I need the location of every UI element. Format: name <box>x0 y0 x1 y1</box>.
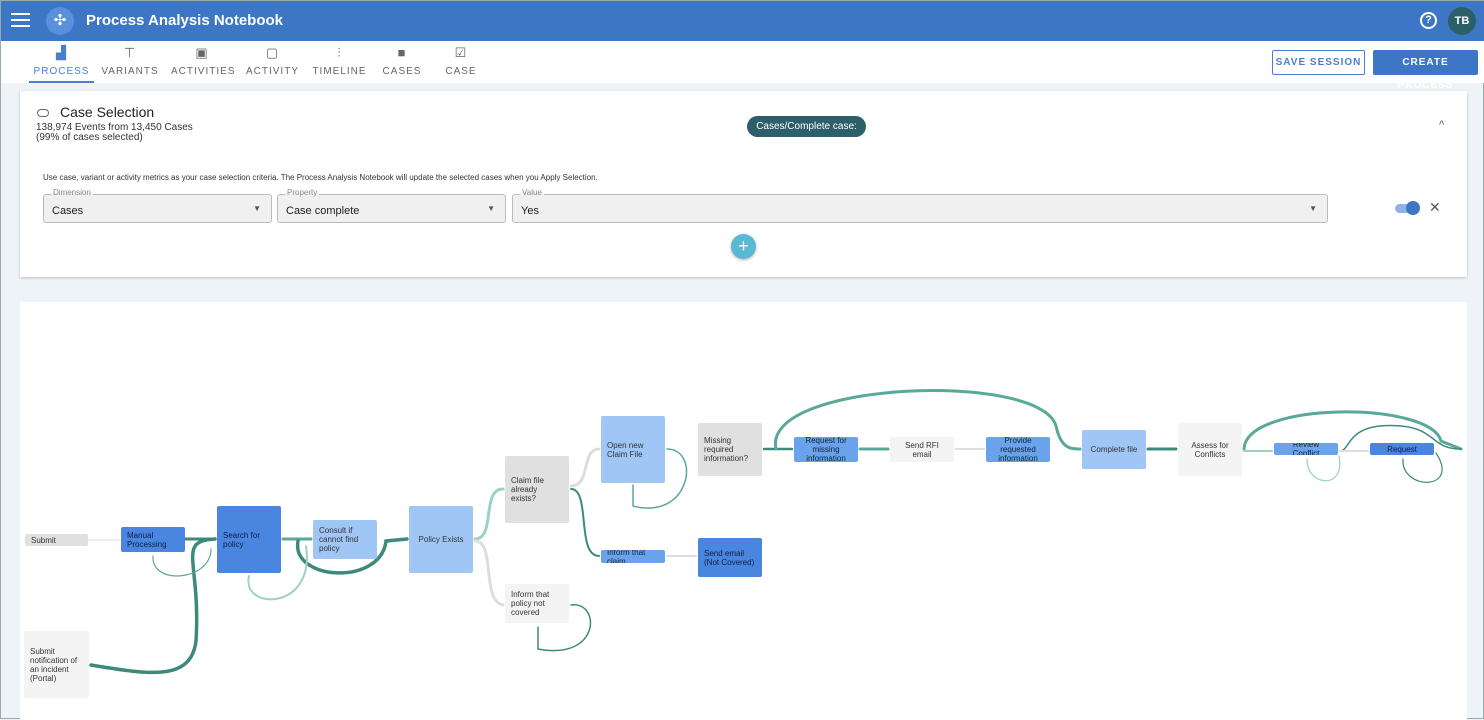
node-policy-exists[interactable]: Policy Exists <box>409 506 473 573</box>
filter-chip[interactable]: Cases/Complete case: Yes <box>747 116 866 153</box>
node-consult[interactable]: Consult if cannot find policy <box>313 520 377 559</box>
events-summary: 138,974 Events from 13,450 Cases(99% of … <box>36 123 193 143</box>
node-complete-file[interactable]: Complete file <box>1082 430 1146 469</box>
tab-timeline[interactable]: ⫶TIMELINE <box>312 45 367 77</box>
tab-variants[interactable]: ⊤VARIANTS <box>101 45 159 77</box>
menu-icon[interactable] <box>11 13 30 28</box>
case-selection-panel: Case Selection 138,974 Events from 13,45… <box>20 91 1467 277</box>
tab-case[interactable]: ☑CASE <box>441 41 481 83</box>
node-open-claim-file[interactable]: Open new Claim File <box>601 416 665 483</box>
tab-bar: ▟PROCESS ⊤VARIANTS ▣ACTIVITIES ▢ACTIVITY… <box>1 41 1484 91</box>
help-icon[interactable]: ? <box>1420 12 1437 29</box>
node-missing-info[interactable]: Missing required information? <box>698 423 762 476</box>
tray-icon: ▢ <box>265 45 280 60</box>
node-inform-policy-not-covered[interactable]: Inform that policy not covered <box>505 584 569 623</box>
node-claim-file-exists[interactable]: Claim file already exists? <box>505 456 569 523</box>
property-label: Property <box>285 188 320 197</box>
value-label: Value <box>520 188 544 197</box>
dropdown-arrow-icon: ▼ <box>487 204 495 213</box>
node-submit-portal[interactable]: Submit notification of an incident (Port… <box>24 631 89 698</box>
tab-activities[interactable]: ▣ACTIVITIES <box>171 45 236 77</box>
save-session-button[interactable]: SAVE SESSION <box>1272 50 1365 75</box>
node-review-conflict[interactable]: Review Conflict <box>1274 443 1338 455</box>
create-process-button[interactable]: CREATE PROCESS <box>1373 50 1478 91</box>
chevron-up-icon[interactable]: ^ <box>1439 119 1445 131</box>
node-manual-processing[interactable]: Manual Processing <box>121 527 185 552</box>
signpost-icon: ⊤ <box>123 45 137 60</box>
app-title: Process Analysis Notebook <box>86 12 284 29</box>
node-request[interactable]: Request <box>1370 443 1434 455</box>
node-send-email-not-covered[interactable]: Send email (Not Covered) <box>698 538 762 577</box>
selection-hint: Use case, variant or activity metrics as… <box>43 173 598 182</box>
node-search-for-policy[interactable]: Search for policy <box>217 506 281 573</box>
avatar[interactable]: TB <box>1448 7 1476 35</box>
bar-chart-icon: ▟ <box>56 45 67 60</box>
case-selection-title: Case Selection <box>60 104 155 120</box>
node-assess-conflicts[interactable]: Assess for Conflicts <box>1178 423 1242 476</box>
node-request-missing-info[interactable]: Request for missing information <box>794 437 858 462</box>
dimension-label: Dimension <box>51 188 93 197</box>
tab-activity[interactable]: ▢ACTIVITY <box>245 45 299 77</box>
dropdown-arrow-icon: ▼ <box>1309 204 1317 213</box>
node-inform-claim[interactable]: Inform that claim <box>601 550 665 563</box>
timeline-icon: ⫶ <box>337 45 342 60</box>
cases-percent: (99% of cases selected) <box>36 132 143 143</box>
app-logo-icon: ✣ <box>46 7 74 35</box>
criteria-enabled-toggle[interactable] <box>1395 201 1420 215</box>
events-count: 138,974 Events from 13,450 Cases <box>36 122 193 133</box>
add-criteria-button[interactable]: + <box>731 234 756 259</box>
selection-toggle-icon <box>37 109 49 117</box>
value-value: Yes <box>521 205 539 217</box>
tab-process[interactable]: ▟PROCESS <box>29 41 94 83</box>
property-value: Case complete <box>286 205 360 217</box>
top-bar: ✣ Process Analysis Notebook ? TB <box>1 1 1484 41</box>
briefcase-icon: ■ <box>397 45 407 60</box>
inbox-icon: ▣ <box>195 45 209 60</box>
dimension-value: Cases <box>52 205 84 217</box>
briefcase-check-icon: ☑ <box>454 45 468 60</box>
node-provide-info[interactable]: Provide requested information <box>986 437 1050 462</box>
node-send-rfi-email[interactable]: Send RFI email <box>890 437 954 462</box>
close-icon[interactable]: ✕ <box>1429 199 1441 215</box>
dropdown-arrow-icon: ▼ <box>253 204 261 213</box>
node-submit[interactable]: Submit <box>25 534 88 546</box>
tab-cases[interactable]: ■CASES <box>382 45 422 77</box>
